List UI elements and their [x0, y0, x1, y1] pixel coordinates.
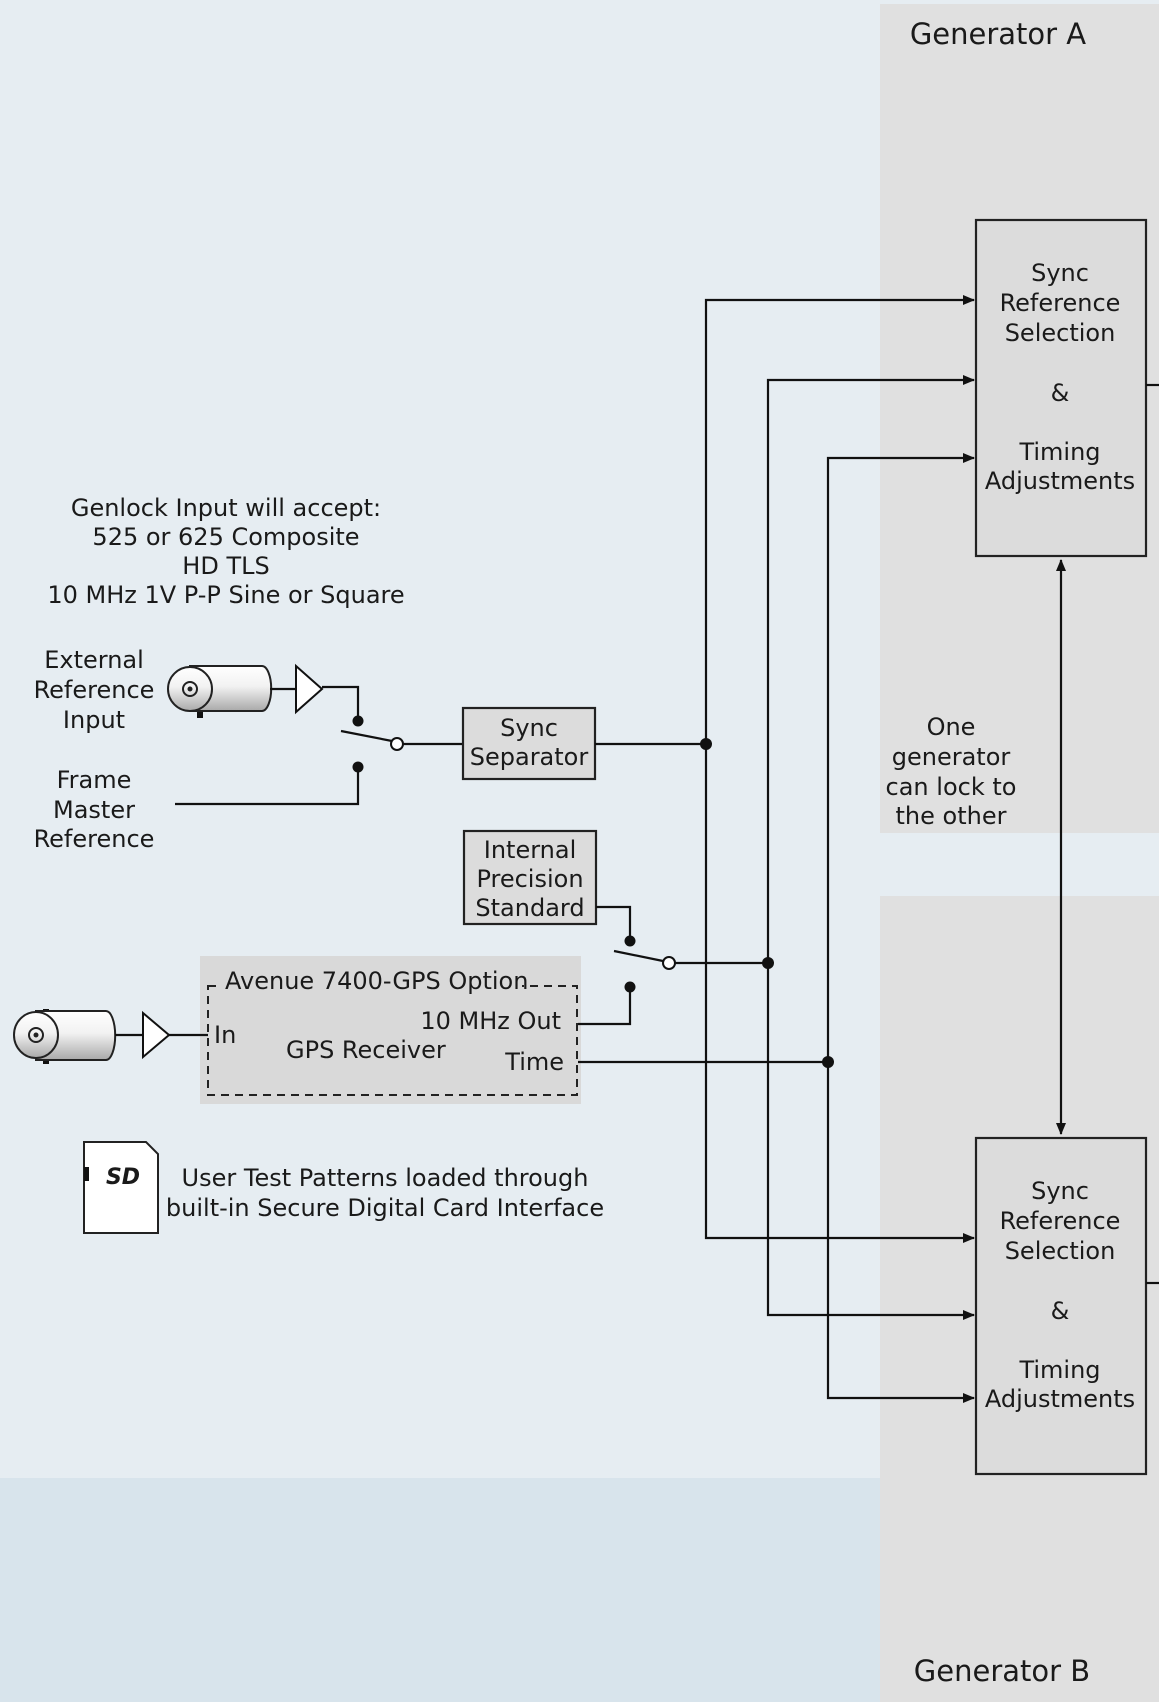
- bus-standard-to-a: [766, 375, 975, 963]
- bnc-connector-icon: [13, 1009, 117, 1064]
- generator-b-sync-block: [974, 1136, 1148, 1476]
- switch-contact: [624, 981, 636, 993]
- wire: [175, 770, 360, 806]
- switch-contact: [352, 715, 364, 727]
- switch-pivot: [390, 737, 404, 751]
- genlock-note-line: 525 or 625 Composite: [92, 523, 359, 551]
- lock-note-line: can lock to: [886, 773, 1017, 801]
- block-label-line: Selection: [1005, 1237, 1116, 1265]
- junction-dot: [700, 738, 712, 750]
- sd-logo-text: SD: [106, 1165, 140, 1190]
- genlock-note: Genlock Input will accept: 525 or 625 Co…: [47, 494, 404, 609]
- genlock-note-line: Genlock Input will accept:: [71, 494, 381, 522]
- block-label-line: Selection: [1005, 319, 1116, 347]
- lock-note-line: One: [927, 713, 976, 741]
- bus-time-to-a: [826, 453, 975, 1062]
- generator-a-block-label: Sync Reference Selection & Timing Adjust…: [985, 259, 1135, 495]
- amplifier-icon: [295, 663, 324, 715]
- gps-option-title: Avenue 7400-GPS Option: [225, 967, 528, 995]
- lock-note-line: generator: [892, 743, 1011, 771]
- reference-select-switch: [613, 949, 664, 963]
- internal-standard-line: Precision: [476, 865, 583, 893]
- internal-standard-line: Standard: [475, 894, 584, 922]
- external-reference-line: External: [44, 646, 144, 674]
- junction-dot: [822, 1056, 834, 1068]
- generator-a-sync-block: [974, 218, 1148, 558]
- background-band: [0, 1478, 880, 1702]
- gps-title-backing: [222, 970, 522, 998]
- frame-master-line: Frame: [57, 766, 132, 794]
- sd-note-line: built-in Secure Digital Card Interface: [166, 1194, 604, 1222]
- bus-sync-to-a: [704, 295, 975, 744]
- genlock-note-line: 10 MHz 1V P-P Sine or Square: [47, 581, 404, 609]
- block-label-line: Timing: [1018, 438, 1100, 466]
- bnc-connector-icon: [167, 665, 273, 718]
- gps-10mhz-label: 10 MHz Out: [420, 1007, 561, 1035]
- amplifier-icon: [142, 1010, 171, 1060]
- sync-separator-block: [461, 706, 597, 781]
- block-label-line: &: [1051, 1297, 1070, 1325]
- lock-note-line: the other: [896, 802, 1007, 830]
- block-label-line: Adjustments: [985, 1385, 1135, 1413]
- block-label-line: &: [1051, 379, 1070, 407]
- sync-separator-line: Separator: [470, 743, 589, 771]
- bus-standard-to-b: [766, 963, 975, 1320]
- bus-time-to-b: [826, 1062, 975, 1403]
- block-label-line: Adjustments: [985, 467, 1135, 495]
- sd-card-icon: SD: [83, 1141, 159, 1234]
- external-reference-label: External Reference Input: [34, 646, 155, 734]
- block-label-line: Timing: [1018, 1356, 1100, 1384]
- block-label-line: Sync: [1031, 1177, 1089, 1205]
- sd-note-line: User Test Patterns loaded through: [182, 1164, 589, 1192]
- genlock-note-line: HD TLS: [182, 552, 269, 580]
- lock-note: One generator can lock to the other: [886, 713, 1017, 830]
- generator-b-title: Generator B: [914, 1654, 1090, 1688]
- block-label-line: Reference: [1000, 1207, 1121, 1235]
- gps-in-label: In: [214, 1021, 236, 1049]
- sync-separator-line: Sync: [500, 714, 558, 742]
- wire: [322, 685, 360, 720]
- internal-standard-line: Internal: [484, 836, 577, 864]
- frame-master-label: Frame Master Reference: [34, 766, 155, 853]
- input-select-switch: [340, 729, 393, 743]
- frame-master-line: Master: [53, 796, 135, 824]
- internal-standard-block: [462, 829, 598, 926]
- frame-master-line: Reference: [34, 825, 155, 853]
- gps-time-label: Time: [504, 1048, 564, 1076]
- block-label-line: Sync: [1031, 259, 1089, 287]
- switch-contact: [352, 761, 364, 773]
- generator-b-block-label: Sync Reference Selection & Timing Adjust…: [985, 1177, 1135, 1413]
- wire: [596, 905, 632, 938]
- switch-pivot: [662, 956, 676, 970]
- wire: [578, 990, 632, 1026]
- sync-separator-label: Sync Separator: [470, 714, 589, 771]
- generator-a-title: Generator A: [910, 17, 1086, 51]
- external-reference-line: Input: [63, 706, 125, 734]
- external-reference-line: Reference: [34, 676, 155, 704]
- junction-dot: [762, 957, 774, 969]
- gps-receiver-label: GPS Receiver: [286, 1036, 446, 1064]
- block-label-line: Reference: [1000, 289, 1121, 317]
- switch-contact: [624, 935, 636, 947]
- bus-sync-to-b: [704, 744, 975, 1243]
- sd-note: User Test Patterns loaded through built-…: [166, 1164, 604, 1222]
- internal-standard-label: Internal Precision Standard: [475, 836, 584, 922]
